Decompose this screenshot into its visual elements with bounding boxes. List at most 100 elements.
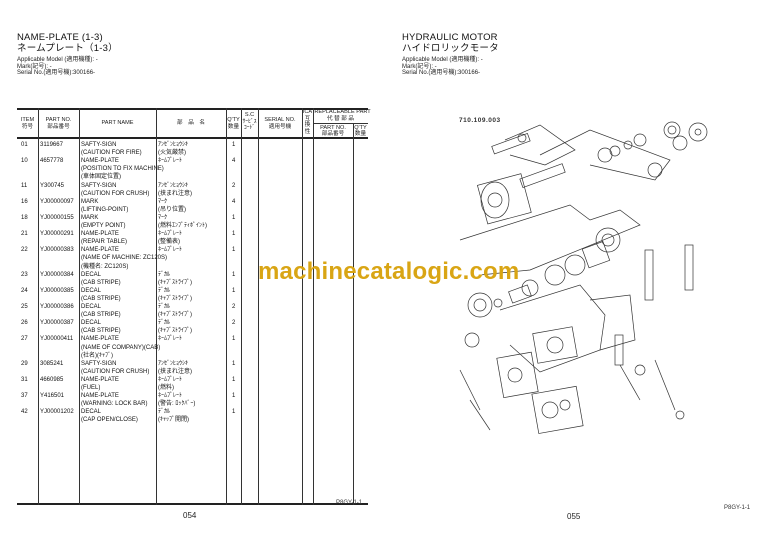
cell-jp: ﾃﾞｶﾙ: [158, 409, 171, 416]
cell-jp: ﾃﾞｶﾙ: [158, 271, 171, 278]
table-row: (CAB STRIPE) (ｷｬﾌﾞｽﾄﾗｲﾌﾟ): [17, 311, 368, 319]
cell-item: 18: [21, 214, 28, 221]
header-part-no-en: PART NO.: [45, 117, 72, 123]
column-divider: [258, 108, 259, 505]
cell-qty: 2: [232, 320, 236, 327]
column-divider: [226, 108, 227, 505]
cell-part-no: YJ00000387: [40, 320, 74, 327]
cell-jp: (吊り位置): [158, 206, 186, 213]
cell-qty: 4: [232, 198, 236, 205]
right-page-title-en: HYDRAULIC MOTOR: [402, 32, 498, 43]
table-row: (機種名: ZC120S): [17, 263, 368, 271]
cell-jp: ﾈｰﾑﾌﾟﾚｰﾄ: [158, 247, 183, 254]
column-divider: [313, 108, 314, 505]
cell-item: 24: [21, 287, 28, 294]
cell-part-no: 3119667: [40, 142, 63, 148]
cell-qty: 1: [232, 376, 236, 383]
cell-item: 29: [21, 360, 28, 367]
left-page-number: 054: [183, 511, 197, 520]
cell-part-no: YJ00001202: [40, 409, 74, 416]
cell-part-no: 4660985: [40, 376, 64, 383]
cell-qty: 1: [232, 271, 236, 278]
cell-name: (POSITION TO FIX MACHINE): [81, 166, 164, 173]
cell-name: (CAB STRIPE): [81, 312, 121, 319]
header-sc-jp: ｻｰﾋﾞｽ: [242, 118, 257, 125]
cell-name: (REPAIR TABLE): [81, 239, 128, 246]
table-row: (CAP OPEN/CLOSE)(ｷｬｯﾌﾟ開閉): [17, 416, 368, 424]
header-ica-jp: 互換性: [304, 115, 311, 135]
cell-jp: (ｷｬﾌﾞｽﾄﾗｲﾌﾟ): [158, 279, 192, 286]
cell-qty: 1: [232, 360, 236, 367]
cell-part-no: Y416501: [40, 393, 65, 400]
right-page-meta: Applicable Model (適用機種): - Mark(記号): - S…: [402, 57, 483, 77]
cell-jp: ﾏｰｸ: [158, 198, 168, 205]
mark: Mark(記号): -: [402, 63, 437, 70]
header-part-no: PART NO.部品番号: [38, 117, 79, 130]
cell-part-no: Y300745: [40, 182, 65, 189]
cell-jp: ﾃﾞｶﾙ: [158, 304, 171, 310]
table-top-rule: [17, 108, 368, 110]
cell-part-no: YJ00000383: [40, 247, 74, 254]
cell-name: SAFTY-SIGN: [81, 142, 117, 148]
cell-item: 16: [21, 198, 28, 205]
cell-name: DECAL: [81, 287, 102, 294]
cell-name: (機種名: ZC120S): [81, 263, 129, 270]
header-rep-qty-en: Q'TY: [354, 124, 367, 131]
cell-item: 31: [21, 376, 28, 383]
cell-part-no: 3085241: [40, 360, 64, 367]
header-part-name: PART NAME: [101, 120, 134, 126]
cell-part-no: YJ00000291: [40, 231, 74, 238]
cell-qty: 1: [232, 247, 236, 254]
cell-jp: ﾈｰﾑﾌﾟﾚｰﾄ: [158, 158, 183, 165]
cell-jp: (燃料ｴﾝﾌﾟﾃｨﾎﾟｲﾝﾄ): [158, 223, 207, 229]
cell-item: 10: [21, 158, 28, 165]
cell-name: (CAUTION FOR CRUSH): [81, 190, 150, 197]
cell-name: (EMPTY POINT): [81, 223, 126, 229]
cell-item: 27: [21, 336, 28, 343]
header-sc-jp2: ｺｰﾄﾞ: [243, 125, 256, 131]
cell-item: 11: [21, 182, 28, 189]
cell-name: NAME-PLATE: [81, 158, 119, 165]
serial-number: Serial No.(適用号機):300166-: [17, 70, 96, 77]
table-row: (FUEL)(燃料): [17, 384, 368, 392]
table-row: (CAB STRIPE)(ｷｬﾌﾞｽﾄﾗｲﾌﾟ): [17, 295, 368, 303]
cell-name: (LIFTING-POINT): [81, 206, 129, 213]
cell-name: (車体固定位置): [81, 174, 121, 181]
left-page-title-jp: ネームプレート（1-3）: [17, 43, 118, 54]
cell-qty: 1: [232, 409, 236, 416]
cell-jp: ﾈｰﾑﾌﾟﾚｰﾄ: [158, 376, 183, 383]
header-part-name-jp: 部 品 名: [177, 120, 205, 126]
table-row: (NAME OF MACHINE: ZC120S): [17, 254, 368, 262]
cell-jp: (ｷｬﾌﾞｽﾄﾗｲﾌﾟ): [158, 295, 192, 302]
header-serial-no-jp: 適用号機: [268, 123, 292, 130]
cell-name: MARK: [81, 198, 99, 205]
cell-item: 37: [21, 393, 28, 400]
cell-name: (CAB STRIPE): [81, 279, 121, 286]
cell-jp: ｱﾝｾﾞﾝﾋｮｳｼｷ: [158, 182, 189, 189]
cell-name: (NAME OF COMPANY)(CAB): [81, 344, 161, 351]
cell-jp: (燃料): [158, 385, 174, 391]
cell-jp: (ｷｬﾌﾞｽﾄﾗｲﾌﾟ): [158, 312, 192, 319]
table-row: (WARNING: LOCK BAR)(警告: ﾛｯｸﾊﾞｰ): [17, 400, 368, 408]
cell-part-no: YJ00000097: [40, 198, 74, 205]
cell-item: 22: [21, 247, 28, 254]
table-bottom-rule: [17, 503, 368, 505]
cell-item: 26: [21, 320, 28, 327]
cell-item: 25: [21, 304, 28, 310]
serial-number: Serial No.(適用号機):300166-: [402, 70, 481, 77]
applicable-model: Applicable Model (適用機種): -: [17, 57, 98, 63]
cell-part-no: YJ00000384: [40, 271, 74, 278]
cell-item: 42: [21, 409, 28, 416]
header-serial-no: SERIAL NO.適用号機: [258, 117, 302, 130]
